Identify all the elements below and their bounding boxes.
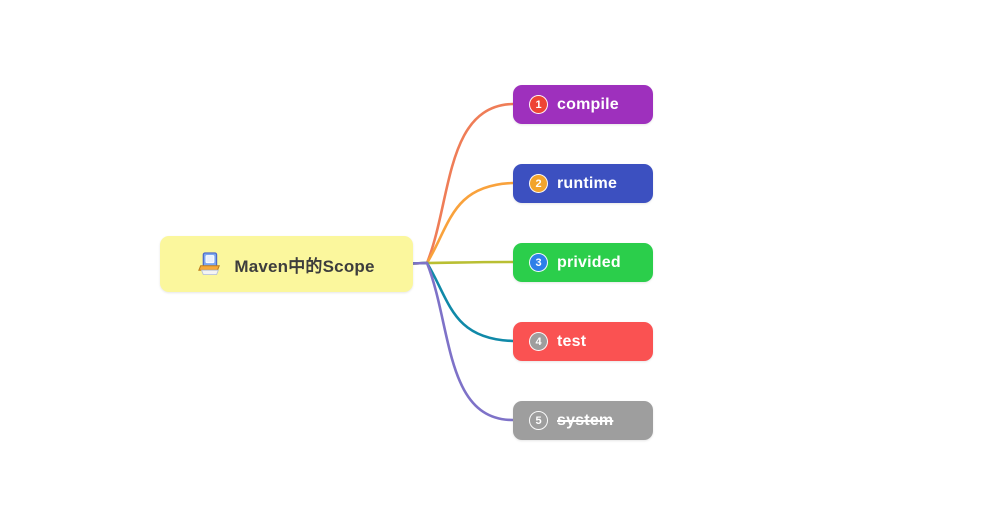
connector-line-privided <box>410 260 515 265</box>
number-badge: 1 <box>529 95 548 114</box>
connector-line-compile <box>410 102 515 265</box>
connector-line-runtime <box>410 181 515 265</box>
branch-node-test[interactable]: 4 test <box>513 322 653 361</box>
branch-node-runtime[interactable]: 2 runtime <box>513 164 653 203</box>
number-badge: 5 <box>529 411 548 430</box>
branch-node-compile[interactable]: 1 compile <box>513 85 653 124</box>
branch-label: compile <box>557 95 619 113</box>
connector-line-system <box>410 261 515 422</box>
book-icon <box>198 251 221 277</box>
branch-node-privided[interactable]: 3 privided <box>513 243 653 282</box>
number-badge: 4 <box>529 332 548 351</box>
connector-line-test <box>410 261 515 343</box>
branch-label: test <box>557 332 587 350</box>
branch-label: privided <box>557 253 621 271</box>
branch-label: runtime <box>557 174 618 192</box>
root-label: Maven中的Scope <box>234 256 375 276</box>
branch-label: system <box>557 411 614 429</box>
number-badge: 3 <box>529 253 548 272</box>
number-badge: 2 <box>529 174 548 193</box>
branch-node-system[interactable]: 5 system <box>513 401 653 440</box>
root-node[interactable]: Maven中的Scope <box>160 236 413 292</box>
